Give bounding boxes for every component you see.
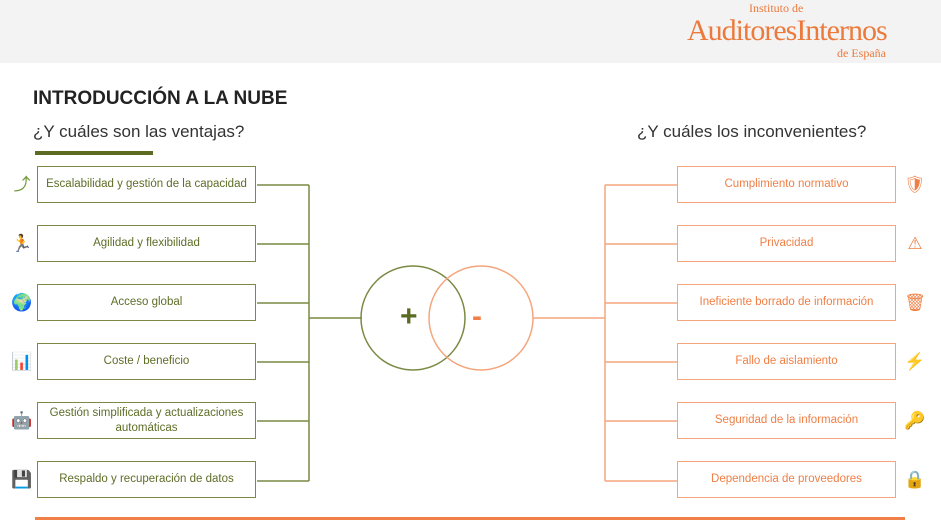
disadvantages-item: Fallo de aislamiento (677, 343, 896, 380)
disadvantages-item: Dependencia de proveedores (677, 461, 896, 498)
disadvantages-item: Ineficiente borrado de información (677, 284, 896, 321)
growth-chart-icon: ⤴ (13, 175, 31, 194)
advantages-item: Agilidad y flexibilidad (37, 225, 256, 262)
electric-warning-icon: ⚡ (904, 352, 926, 371)
globe-icon: 🌍 (11, 293, 33, 312)
presentation-board-icon: 📊 (11, 352, 33, 371)
advantages-item: Respaldo y recuperación de datos (37, 461, 256, 498)
floppy-disk-icon: 💾 (11, 470, 33, 489)
robot-icon: 🤖 (11, 411, 33, 430)
logo-line1: Instituto de (749, 1, 804, 15)
bottom-rule (35, 517, 905, 520)
disadvantages-connector (533, 184, 677, 482)
heading-underline (35, 151, 153, 155)
logo: Instituto de AuditoresInternos de España (687, 2, 937, 62)
header-band (0, 0, 941, 63)
disadvantages-item: Cumplimiento normativo (677, 166, 896, 203)
logo-line2: AuditoresInternos (687, 14, 888, 47)
advantages-item: Gestión simplificada y actualizaciones a… (37, 402, 256, 439)
shield-check-icon: 🛡 (904, 175, 926, 194)
key-icon: 🔑 (904, 411, 926, 430)
athlete-icon: 🏃 (11, 234, 33, 253)
plus-sign: + (400, 300, 418, 333)
camera-warning-icon: ⚠ (907, 234, 923, 253)
logo-line3: de España (837, 46, 886, 60)
trash-icon: 🗑 (904, 293, 926, 312)
advantages-item: Acceso global (37, 284, 256, 321)
advantages-heading: ¿Y cuáles son las ventajas? (33, 122, 245, 141)
advantages-item: Coste / beneficio (37, 343, 256, 380)
disadvantages-item: Seguridad de la información (677, 402, 896, 439)
page-title: INTRODUCCIÓN A LA NUBE (33, 88, 288, 109)
disadvantages-item: Privacidad (677, 225, 896, 262)
advantages-item: Escalabilidad y gestión de la capacidad (37, 166, 256, 203)
padlock-icon: 🔒 (904, 470, 926, 489)
advantages-circle (360, 265, 466, 371)
advantages-connector (257, 184, 362, 482)
minus-sign: - (472, 300, 482, 333)
disadvantages-circle (428, 265, 534, 371)
disadvantages-heading: ¿Y cuáles los inconvenientes? (637, 122, 867, 141)
